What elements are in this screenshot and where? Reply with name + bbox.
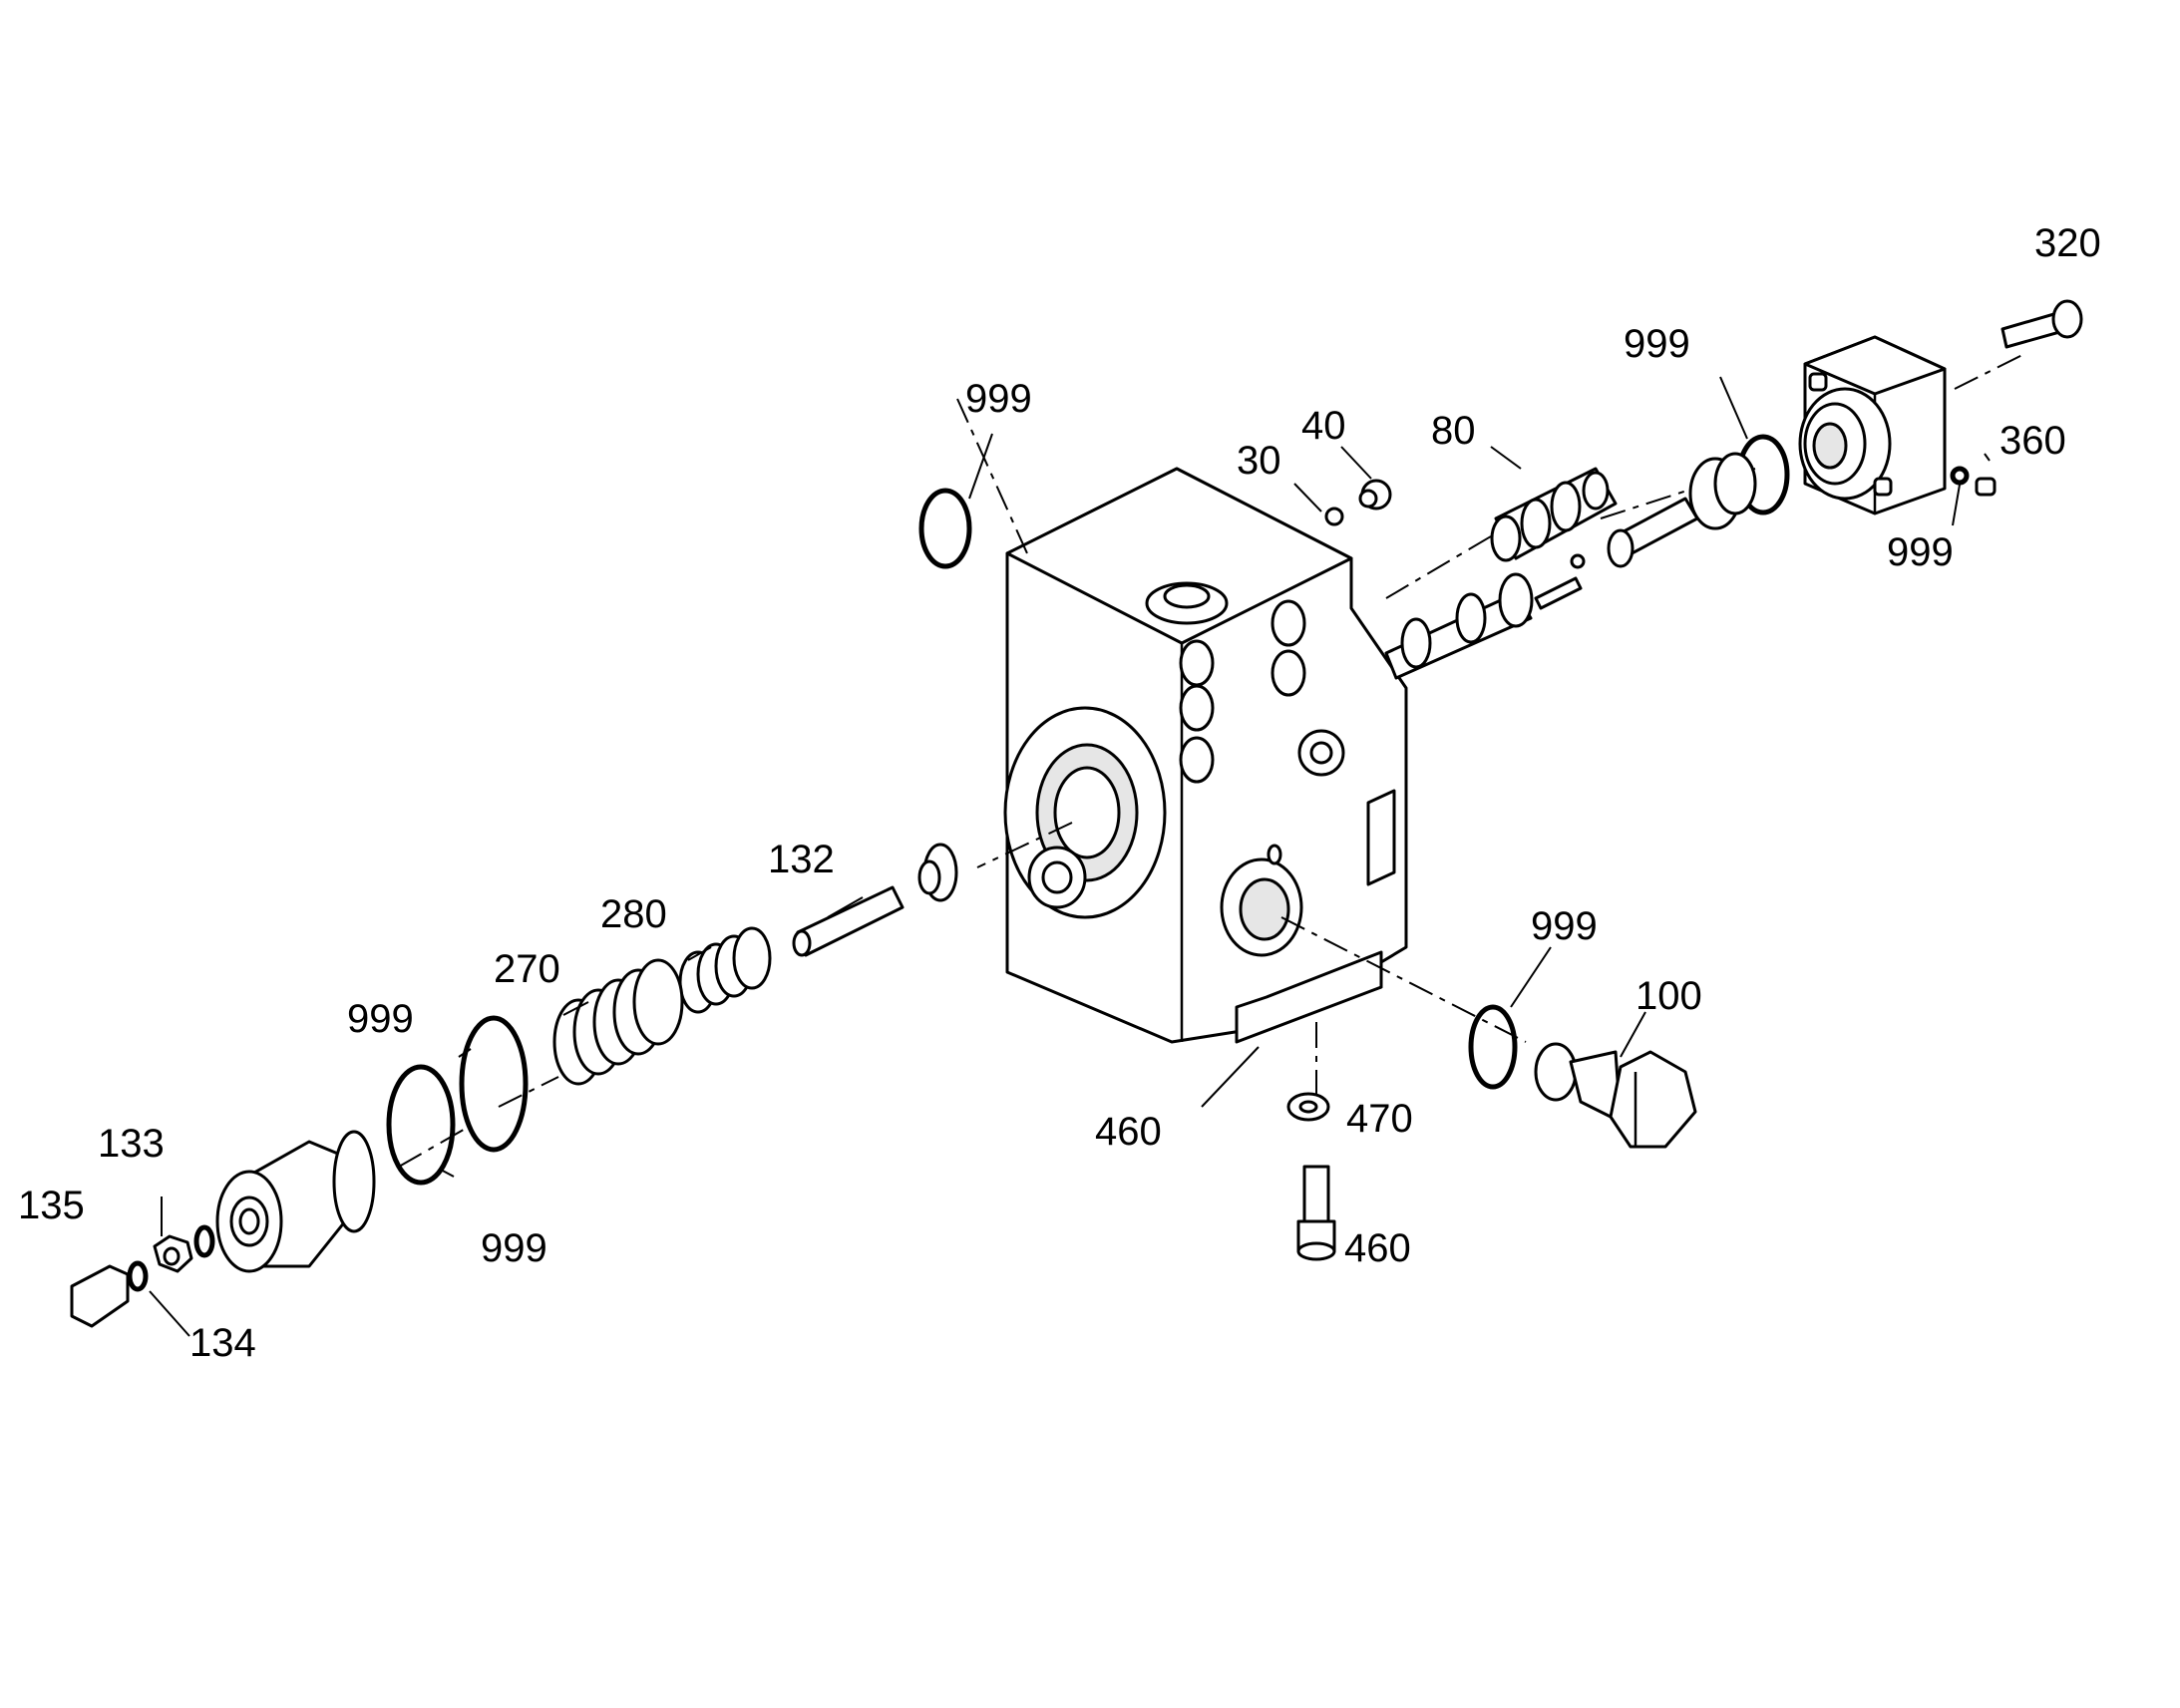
callout-40: 40	[1301, 404, 1346, 448]
callout-135: 135	[18, 1184, 85, 1227]
end-cover-320-assembly	[1798, 335, 1947, 515]
callout-999-top-right: 999	[1624, 322, 1690, 366]
callout-100: 100	[1635, 974, 1702, 1018]
washer-small	[193, 1224, 215, 1258]
screw-320	[2000, 299, 2083, 349]
plug-360	[1950, 466, 1997, 497]
cap-135	[70, 1264, 130, 1328]
oring-999-left-upper	[459, 1015, 529, 1153]
callout-270: 270	[494, 947, 560, 991]
callout-134: 134	[189, 1321, 256, 1365]
leader-lines	[149, 376, 1991, 1337]
callout-320: 320	[2034, 221, 2101, 265]
washer-134	[127, 1260, 149, 1292]
oring-999-right-lower	[1468, 1004, 1518, 1090]
adjuster-housing	[215, 1130, 376, 1273]
screw-40	[1358, 479, 1392, 511]
callout-80: 80	[1431, 409, 1476, 453]
sleeve-adjuster	[1607, 452, 1757, 568]
callout-30: 30	[1237, 439, 1281, 483]
spring-280	[678, 926, 772, 1014]
oring-999-top-left	[918, 488, 972, 569]
valve-housing-block	[1003, 467, 1408, 1044]
callout-132: 132	[768, 838, 835, 881]
callout-460-block: 460	[1095, 1110, 1162, 1154]
callout-999-top-left: 999	[965, 377, 1032, 421]
callout-470: 470	[1346, 1097, 1413, 1141]
seat-disc	[917, 843, 958, 902]
spring-270	[552, 958, 684, 1086]
callout-133: 133	[98, 1122, 165, 1166]
callout-999-left-upper: 999	[347, 997, 414, 1041]
pin-132	[792, 885, 905, 957]
valve-stem-assembly	[1384, 553, 1586, 680]
callout-280: 280	[600, 892, 667, 936]
callout-999-left-lower: 999	[481, 1226, 547, 1270]
nut-133	[153, 1234, 193, 1273]
washer-470	[1286, 1092, 1330, 1122]
callout-999-right-small: 999	[1887, 530, 1954, 574]
callout-460-screw: 460	[1344, 1226, 1411, 1270]
oring-999-left-lower	[386, 1064, 456, 1186]
plug-30	[1324, 507, 1344, 526]
callout-999-right-lower: 999	[1531, 904, 1598, 948]
callout-labels: 320 999 360 999 80 40 30 999 132 280 270…	[18, 221, 2101, 1365]
callout-360: 360	[1999, 419, 2066, 463]
screw-460	[1296, 1165, 1336, 1261]
cartridge-80	[1490, 467, 1618, 562]
plug-100	[1534, 1042, 1697, 1149]
